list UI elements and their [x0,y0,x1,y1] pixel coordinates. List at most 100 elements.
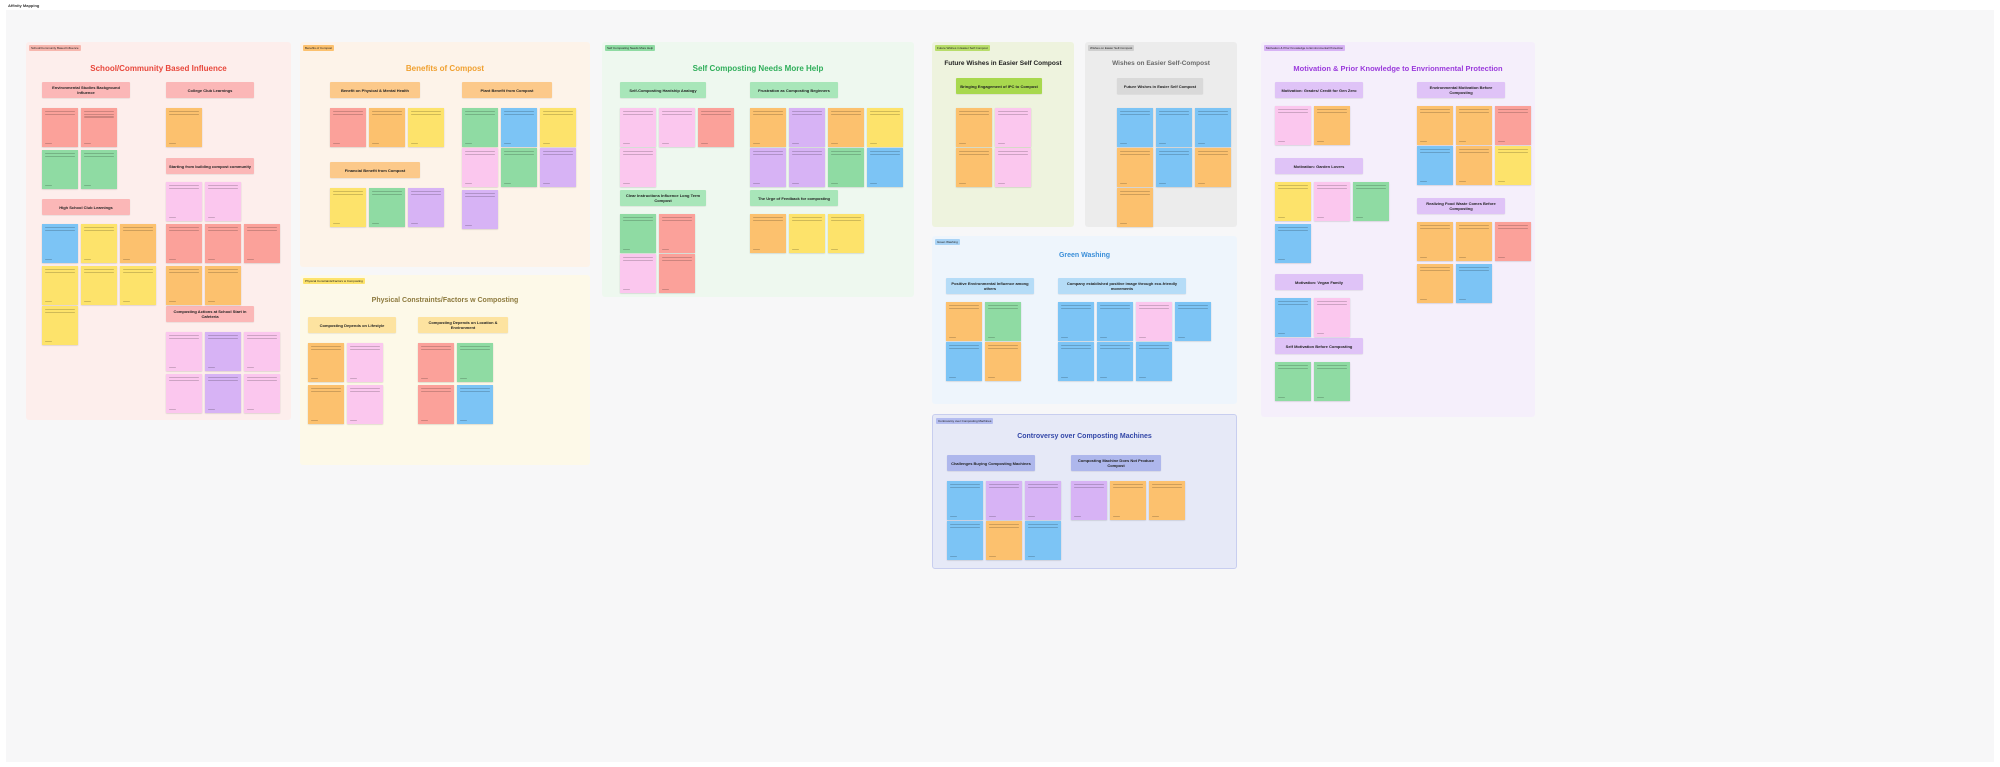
sticky-note[interactable] [205,182,241,221]
sticky-note[interactable] [620,148,656,187]
sticky-note[interactable] [457,385,493,424]
sticky-note[interactable] [1353,182,1389,221]
sticky-note[interactable] [1314,106,1350,145]
sticky-note[interactable] [308,385,344,424]
sticky-note[interactable] [1314,182,1350,221]
sticky-note[interactable] [347,343,383,382]
sticky-note[interactable] [1314,362,1350,401]
sticky-note[interactable] [659,254,695,293]
sticky-note[interactable] [789,214,825,253]
sticky-note[interactable] [1097,302,1133,341]
section-wishes-easier-self-compost[interactable]: Wishes on Easier Self-Compost Wishes on … [1085,42,1237,227]
cluster-header[interactable]: Plant Benefit from Compost [462,82,552,98]
sticky-note[interactable] [620,254,656,293]
sticky-note[interactable] [462,190,498,229]
sticky-note[interactable] [1417,264,1453,303]
sticky-note[interactable] [42,150,78,189]
cluster-header[interactable]: Frustration as Composting Beginners [750,82,838,98]
section-physical-constraints[interactable]: Physical Constraints/Factors w Compostin… [300,275,590,465]
cluster-header[interactable]: The Urge of Feedback for composting [750,190,838,206]
sticky-note[interactable] [995,108,1031,147]
sticky-note[interactable] [244,224,280,263]
sticky-note[interactable] [946,302,982,341]
sticky-note[interactable] [166,224,202,263]
sticky-note[interactable] [308,343,344,382]
sticky-note[interactable] [1117,108,1153,147]
cluster-header[interactable]: Self Motivation Before Composting [1275,338,1363,354]
sticky-note[interactable] [1275,106,1311,145]
sticky-note[interactable] [347,385,383,424]
sticky-note[interactable] [1417,222,1453,261]
cluster-header[interactable]: Financial Benefit from Compost [330,162,420,178]
sticky-note[interactable] [1156,108,1192,147]
sticky-note[interactable] [244,374,280,413]
sticky-note[interactable] [1456,106,1492,145]
sticky-note[interactable] [408,188,444,227]
cluster-header[interactable]: Composting Machine Does Not Produce Comp… [1071,455,1161,471]
sticky-note[interactable] [1495,146,1531,185]
cluster-header[interactable]: Future Wishes in Easier Self Compost [1117,78,1203,94]
sticky-note[interactable] [1417,146,1453,185]
cluster-header[interactable]: Benefit on Physical & Mental Health [330,82,420,98]
sticky-note[interactable] [501,148,537,187]
sticky-note[interactable] [1175,302,1211,341]
section-composting-machines[interactable]: Controversy over Composting Machines Con… [932,414,1237,569]
cluster-header[interactable]: College Club Learnings [166,82,254,98]
sticky-note[interactable] [1025,481,1061,520]
sticky-note[interactable] [408,108,444,147]
cluster-header[interactable]: Self-Composting Hardship Analogy [620,82,706,98]
sticky-note[interactable] [166,332,202,371]
sticky-note[interactable] [81,150,117,189]
sticky-note[interactable] [418,343,454,382]
cluster-header[interactable]: Environmental Motivation Before Composti… [1417,82,1505,98]
sticky-note[interactable] [120,266,156,305]
sticky-note[interactable] [1275,298,1311,337]
sticky-note[interactable] [120,224,156,263]
sticky-note[interactable] [1275,362,1311,401]
sticky-note[interactable] [1136,342,1172,381]
section-benefits-of-compost[interactable]: Benefits of Compost Benefits of Compost … [300,42,590,267]
sticky-note[interactable] [620,214,656,253]
sticky-note[interactable] [1495,222,1531,261]
cluster-header[interactable]: Clear Instructions Influence Long Term C… [620,190,706,206]
sticky-note[interactable] [946,342,982,381]
sticky-note[interactable] [205,224,241,263]
sticky-note[interactable] [81,108,117,147]
sticky-note[interactable] [1117,188,1153,227]
sticky-note[interactable] [166,108,202,147]
sticky-note[interactable] [1275,224,1311,263]
sticky-note[interactable] [698,108,734,147]
sticky-note[interactable] [205,266,241,305]
sticky-note[interactable] [418,385,454,424]
sticky-note[interactable] [1275,182,1311,221]
sticky-note[interactable] [750,108,786,147]
sticky-note[interactable] [244,332,280,371]
sticky-note[interactable] [750,214,786,253]
sticky-note[interactable] [1149,481,1185,520]
sticky-note[interactable] [330,108,366,147]
whiteboard-canvas[interactable]: School/Community Based Influence School/… [6,10,1994,762]
sticky-note[interactable] [540,108,576,147]
sticky-note[interactable] [166,182,202,221]
sticky-note[interactable] [42,266,78,305]
sticky-note[interactable] [457,343,493,382]
sticky-note[interactable] [462,108,498,147]
sticky-note[interactable] [1314,298,1350,337]
sticky-note[interactable] [81,266,117,305]
sticky-note[interactable] [620,108,656,147]
section-motivation-prior-knowledge[interactable]: Motivation & Prior Knowledge to Environm… [1261,42,1535,417]
sticky-note[interactable] [947,521,983,560]
sticky-note[interactable] [1058,302,1094,341]
sticky-note[interactable] [867,148,903,187]
section-self-composting-needs-help[interactable]: Self Composting Needs More Help Self Com… [602,42,914,297]
cluster-header[interactable]: Realizing Food Waste Comes Before Compos… [1417,198,1505,214]
sticky-note[interactable] [1495,106,1531,145]
sticky-note[interactable] [947,481,983,520]
sticky-note[interactable] [1456,222,1492,261]
sticky-note[interactable] [462,148,498,187]
sticky-note[interactable] [867,108,903,147]
sticky-note[interactable] [789,108,825,147]
sticky-note[interactable] [789,148,825,187]
sticky-note[interactable] [985,342,1021,381]
sticky-note[interactable] [986,521,1022,560]
